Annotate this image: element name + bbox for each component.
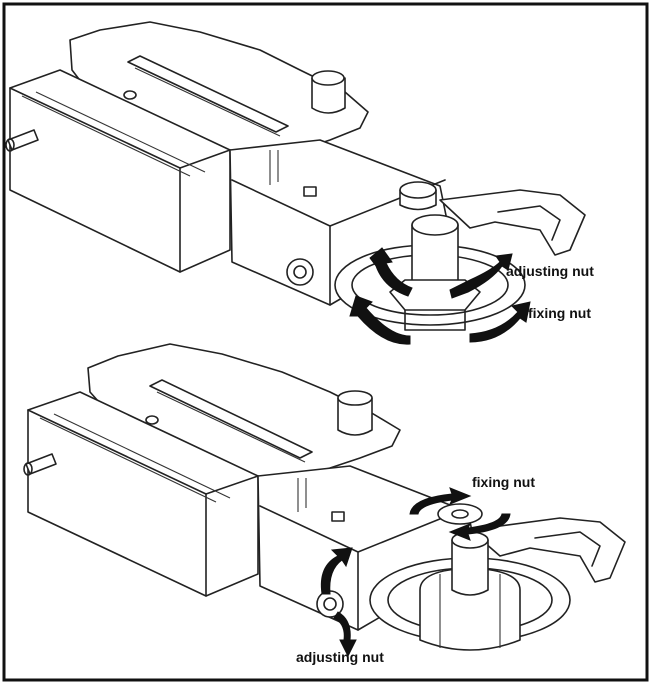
bottom-fixing-nut-label: fixing nut (472, 474, 535, 490)
bottom-bracket-assembly (23, 343, 626, 658)
top-bracket-assembly (5, 21, 586, 345)
bottom-adjusting-nut-label: adjusting nut (296, 649, 384, 665)
top-fixing-nut-label: fixing nut (528, 305, 591, 321)
top-adjusting-nut-label: adjusting nut (506, 263, 594, 279)
